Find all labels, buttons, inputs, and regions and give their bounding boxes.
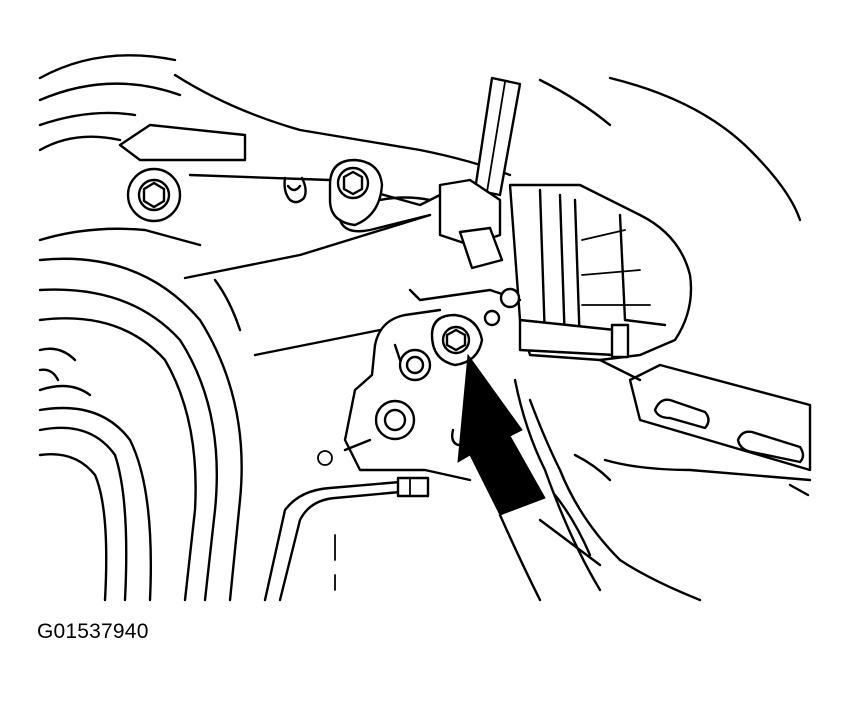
upper-left-pulley-arcs — [38, 54, 182, 152]
pointer-arrow-icon — [457, 353, 546, 516]
keyhole-slot — [283, 176, 307, 204]
crankshaft-pulley — [38, 257, 243, 602]
tool-socket-head — [438, 178, 504, 270]
engine-diagram — [38, 54, 812, 602]
bolt-icon — [328, 158, 384, 227]
bolt-icon — [430, 313, 484, 367]
tool-handle — [473, 76, 522, 197]
bolt-icon — [374, 399, 416, 441]
bolt-icon — [398, 348, 432, 382]
lower-hoses — [263, 378, 702, 602]
center-bracket — [343, 287, 522, 482]
upper-bracket — [338, 196, 432, 233]
figure-id-label: G01537940 — [37, 620, 149, 643]
slotted-strap — [598, 358, 812, 497]
right-housing-contour — [538, 76, 802, 222]
bolt-icon — [126, 167, 182, 223]
right-housing — [508, 183, 693, 362]
